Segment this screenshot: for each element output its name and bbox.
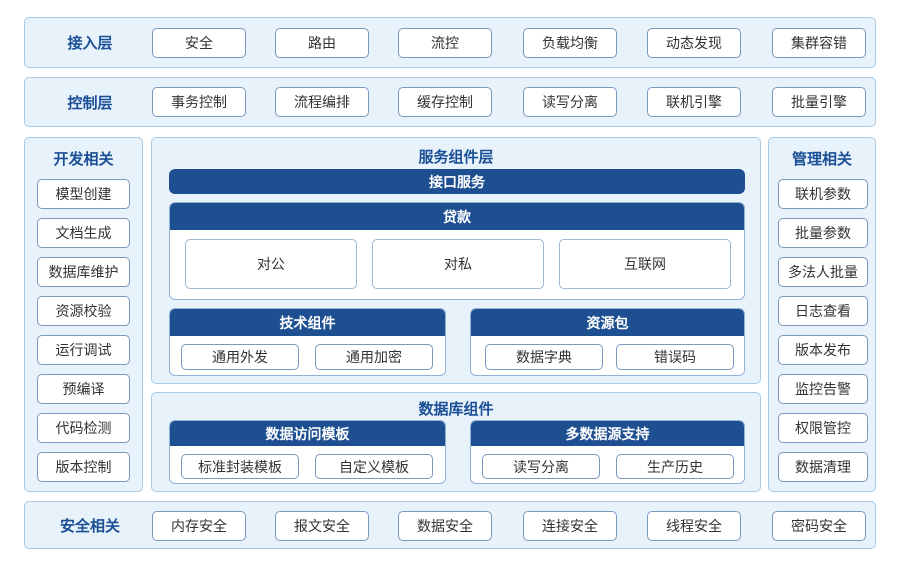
security-item: 线程安全 (647, 511, 741, 541)
mgmt-item: 监控告警 (778, 374, 868, 404)
mgmt-title: 管理相关 (791, 150, 852, 168)
control-item: 批量引擎 (772, 87, 866, 117)
tech-item: 通用加密 (315, 344, 433, 370)
loan-item: 互联网 (559, 239, 731, 289)
access-item: 动态发现 (647, 28, 741, 58)
tech-component-card: 技术组件 通用外发 通用加密 (169, 308, 446, 376)
mgmt-item: 联机参数 (778, 179, 868, 209)
security-item: 内存安全 (152, 511, 246, 541)
mgmt-item: 权限管控 (778, 413, 868, 443)
resource-pack-card: 资源包 数据字典 错误码 (470, 308, 745, 376)
tech-item: 通用外发 (181, 344, 299, 370)
access-item: 安全 (152, 28, 246, 58)
dev-item: 数据库维护 (37, 257, 130, 287)
loan-item: 对公 (185, 239, 357, 289)
control-item: 缓存控制 (398, 87, 492, 117)
dev-item: 版本控制 (37, 452, 130, 482)
access-layer-title: 接入层 (67, 34, 113, 52)
mgmt-item: 批量参数 (778, 218, 868, 248)
access-item: 集群容错 (772, 28, 866, 58)
tech-component-title: 技术组件 (170, 309, 445, 336)
security-title: 安全相关 (59, 517, 120, 535)
service-layer-title: 服务组件层 (418, 148, 494, 166)
db-layer-panel: 数据库组件 数据访问模板 标准封装模板 自定义模板 多数据源支持 读写分离 生产… (151, 392, 761, 492)
security-item: 密码安全 (772, 511, 866, 541)
data-access-template-card: 数据访问模板 标准封装模板 自定义模板 (169, 420, 446, 484)
loan-card: 贷款 对公 对私 互联网 (169, 202, 745, 300)
mgmt-panel: 管理相关 联机参数 批量参数 多法人批量 日志查看 版本发布 监控告警 权限管控… (768, 137, 876, 492)
dev-item: 文档生成 (37, 218, 130, 248)
mgmt-item: 版本发布 (778, 335, 868, 365)
security-item: 报文安全 (275, 511, 369, 541)
loan-item: 对私 (372, 239, 544, 289)
interface-service-bar: 接口服务 (169, 169, 745, 194)
access-layer-panel: 接入层 安全 路由 流控 负载均衡 动态发现 集群容错 (24, 17, 876, 68)
access-template-item: 自定义模板 (315, 454, 433, 479)
dev-title: 开发相关 (53, 150, 114, 168)
resource-item: 错误码 (616, 344, 734, 370)
control-item: 流程编排 (275, 87, 369, 117)
multi-source-item: 生产历史 (616, 454, 734, 479)
dev-item: 代码检测 (37, 413, 130, 443)
security-panel: 安全相关 内存安全 报文安全 数据安全 连接安全 线程安全 密码安全 (24, 501, 876, 549)
control-item: 联机引擎 (647, 87, 741, 117)
resource-item: 数据字典 (485, 344, 603, 370)
control-item: 读写分离 (523, 87, 617, 117)
resource-pack-title: 资源包 (471, 309, 744, 336)
mgmt-item: 多法人批量 (778, 257, 868, 287)
dev-item: 资源校验 (37, 296, 130, 326)
control-layer-panel: 控制层 事务控制 流程编排 缓存控制 读写分离 联机引擎 批量引擎 (24, 77, 876, 127)
multi-source-card: 多数据源支持 读写分离 生产历史 (470, 420, 745, 484)
access-item: 路由 (275, 28, 369, 58)
access-template-item: 标准封装模板 (181, 454, 299, 479)
loan-title: 贷款 (170, 203, 744, 230)
security-item: 数据安全 (398, 511, 492, 541)
dev-item: 预编译 (37, 374, 130, 404)
control-layer-title: 控制层 (67, 94, 113, 112)
multi-source-title: 多数据源支持 (471, 421, 744, 446)
mgmt-item: 数据清理 (778, 452, 868, 482)
control-item: 事务控制 (152, 87, 246, 117)
access-item: 流控 (398, 28, 492, 58)
multi-source-item: 读写分离 (482, 454, 600, 479)
security-item: 连接安全 (523, 511, 617, 541)
access-item: 负载均衡 (523, 28, 617, 58)
dev-item: 模型创建 (37, 179, 130, 209)
db-layer-title: 数据库组件 (418, 400, 494, 418)
dev-item: 运行调试 (37, 335, 130, 365)
service-layer-panel: 服务组件层 接口服务 贷款 对公 对私 互联网 技术组件 通用外发 通用加密 资… (151, 137, 761, 384)
mgmt-item: 日志查看 (778, 296, 868, 326)
data-access-template-title: 数据访问模板 (170, 421, 445, 446)
dev-panel: 开发相关 模型创建 文档生成 数据库维护 资源校验 运行调试 预编译 代码检测 … (24, 137, 143, 492)
